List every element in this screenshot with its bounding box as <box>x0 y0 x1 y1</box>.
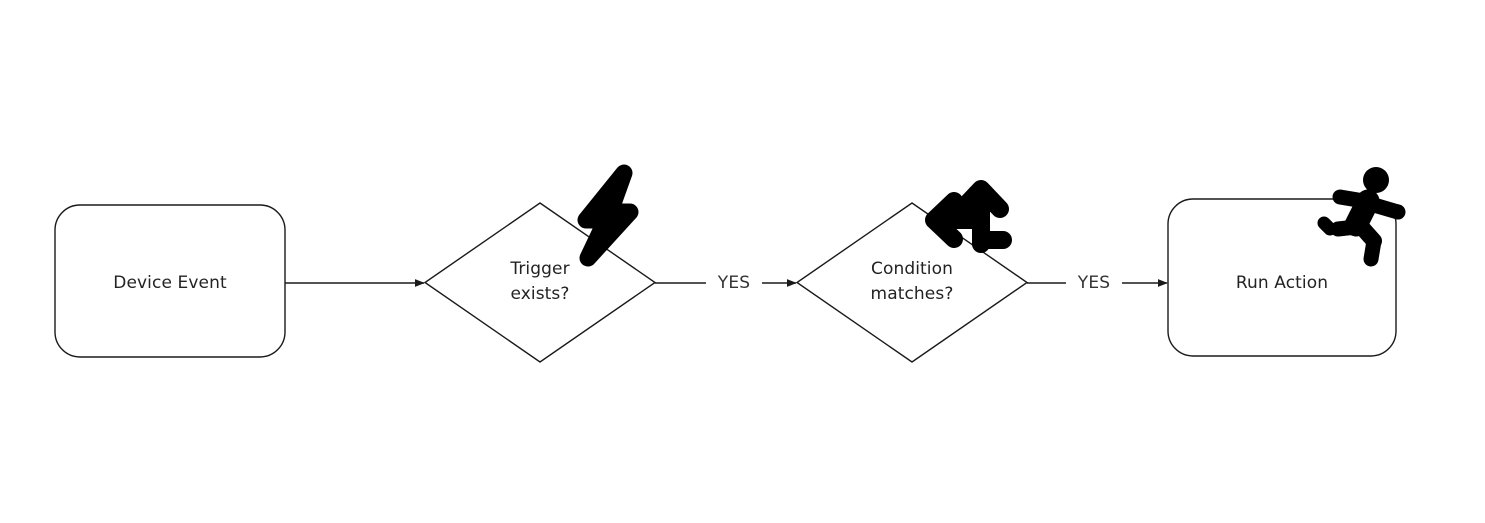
node-run-action-shape[interactable] <box>1167 198 1397 357</box>
node-device-event-shape[interactable] <box>54 204 286 358</box>
lightning-bolt-icon <box>577 164 639 267</box>
branch-arrow-icon <box>925 180 1012 253</box>
edge-label-trigger-yes: YES <box>717 273 751 293</box>
edge-label-condition-yes: YES <box>1077 273 1111 293</box>
node-condition-matches-shape[interactable] <box>795 202 1029 363</box>
running-person-icon <box>1317 167 1406 267</box>
